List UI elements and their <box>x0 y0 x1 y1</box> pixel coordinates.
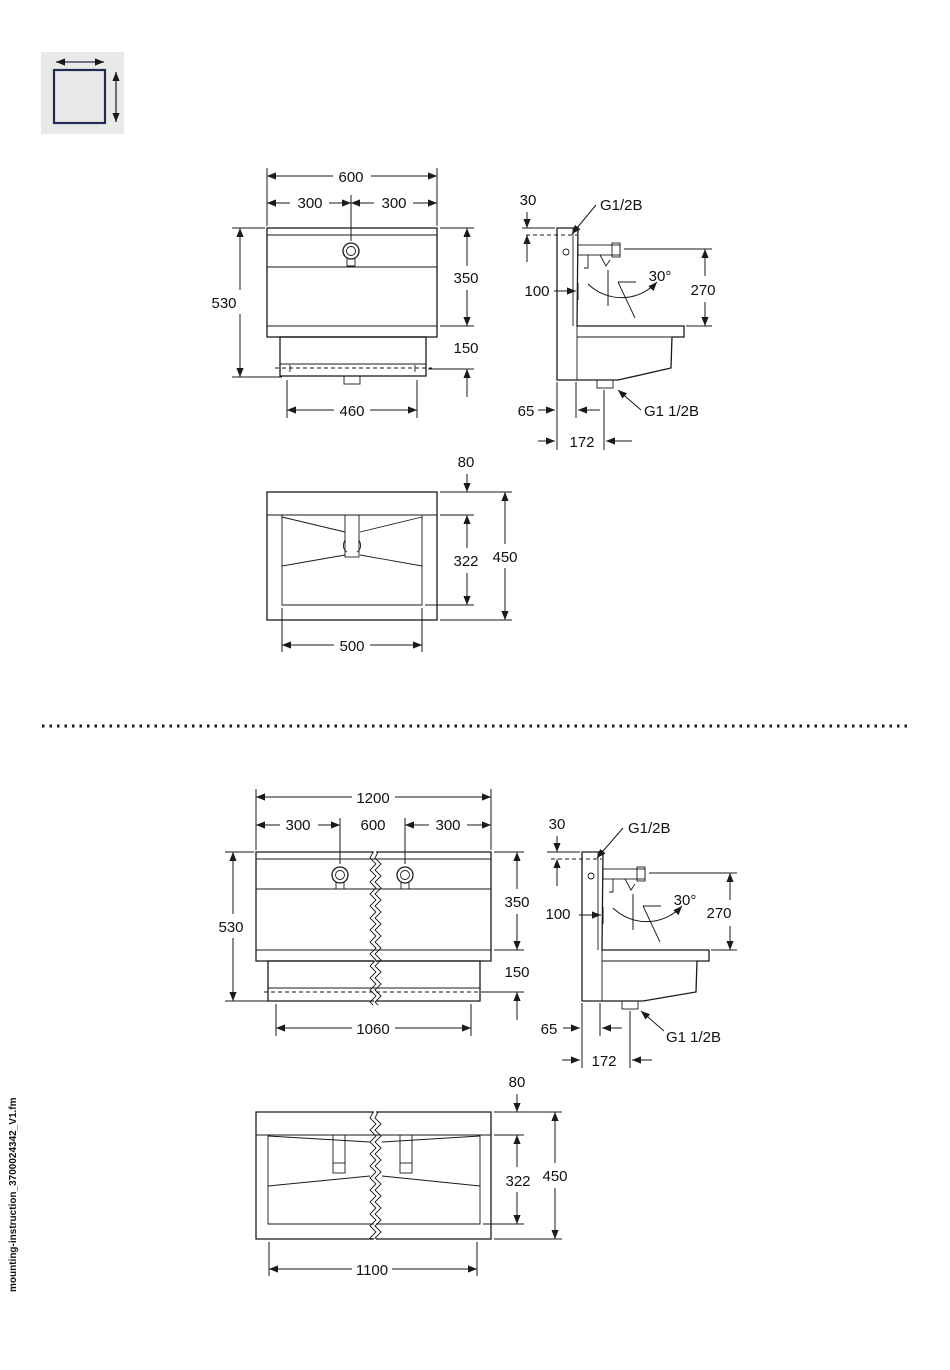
connection-top-label: G1/2B <box>600 197 643 214</box>
dim-depth: 450 <box>492 549 517 566</box>
dim-half-left: 300 <box>285 817 310 834</box>
tap-icon <box>343 243 359 266</box>
dim-tap-depth: 100 <box>545 906 570 923</box>
single-side-view: 30 G1/2B 100 30° 270 65 G1 1/2B 172 <box>518 192 716 451</box>
dim-bracket: 1060 <box>356 1021 389 1038</box>
dim-drain-offset: 172 <box>569 434 594 451</box>
tap-side-icon <box>588 867 645 892</box>
drain-label: G1 1/2B <box>644 403 699 420</box>
dim-bracket: 460 <box>339 403 364 420</box>
dim-drain-offset: 172 <box>591 1053 616 1070</box>
break-lines <box>370 1112 381 1239</box>
dim-basin-width: 500 <box>339 638 364 655</box>
dim-center: 600 <box>360 817 385 834</box>
dim-tap-height: 270 <box>690 282 715 299</box>
dim-rim: 80 <box>509 1074 526 1091</box>
angle-label: 30° <box>649 268 672 285</box>
double-side-view: 30 G1/2B 100 30° 270 65 G1 1/2B 172 <box>541 816 737 1070</box>
tap-icon <box>332 867 348 889</box>
dim-basin-depth: 322 <box>453 553 478 570</box>
dim-half-right: 300 <box>381 195 406 212</box>
single-front-view: 600 300 300 530 350 150 460 <box>211 168 478 420</box>
break-lines <box>370 852 381 1005</box>
dim-lower: 150 <box>504 964 529 981</box>
tap-icon <box>397 867 413 889</box>
dim-depth: 450 <box>542 1168 567 1185</box>
dim-rim: 80 <box>458 454 475 471</box>
double-front-view: 1200 300 600 300 530 350 150 1060 <box>218 789 529 1038</box>
dim-tap-height: 270 <box>706 905 731 922</box>
dim-width: 600 <box>338 169 363 186</box>
dim-upper: 350 <box>453 270 478 287</box>
angle-label: 30° <box>674 892 697 909</box>
single-top-view: 80 322 450 500 <box>267 454 518 655</box>
connection-top-label: G1/2B <box>628 820 671 837</box>
double-top-view: 80 322 450 1100 <box>256 1074 568 1279</box>
dim-height: 530 <box>218 919 243 936</box>
drain-label: G1 1/2B <box>666 1029 721 1046</box>
dim-upper: 350 <box>504 894 529 911</box>
dim-wall-gap: 65 <box>518 403 535 420</box>
dim-top-offset: 30 <box>549 816 566 833</box>
dim-top-offset: 30 <box>520 192 537 209</box>
dim-wall-gap: 65 <box>541 1021 558 1038</box>
dim-basin-width: 1100 <box>356 1262 388 1279</box>
dim-tap-depth: 100 <box>524 283 549 300</box>
dim-width: 1200 <box>356 790 389 807</box>
dim-half-right: 300 <box>435 817 460 834</box>
dim-lower: 150 <box>453 340 478 357</box>
tap-side-icon <box>563 243 620 268</box>
tap-top-icon <box>343 515 360 557</box>
dimensions-icon <box>41 52 124 134</box>
file-label: mounting-instruction_3700024342_V1.fm <box>8 1097 19 1292</box>
dim-basin-depth: 322 <box>505 1173 530 1190</box>
dim-height: 530 <box>211 295 236 312</box>
dim-half-left: 300 <box>297 195 322 212</box>
